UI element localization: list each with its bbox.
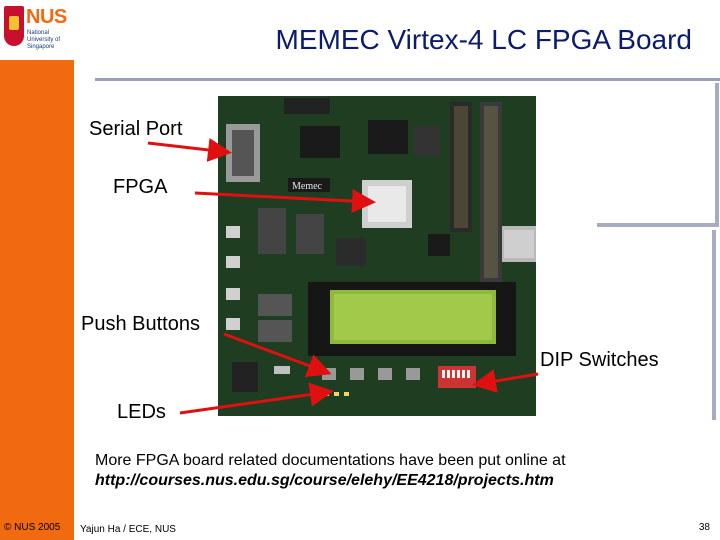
- page-number: 38: [698, 522, 710, 533]
- title-rule: [95, 78, 720, 81]
- decorative-frame: [597, 83, 719, 227]
- arrow-leds: [179, 382, 334, 415]
- footer-copyright: © NUS 2005: [4, 522, 61, 533]
- board-illustration: Memec: [218, 96, 536, 416]
- footer-author: Yajun Ha / ECE, NUS: [80, 524, 176, 535]
- info-text: More FPGA board related documentations h…: [95, 451, 566, 491]
- label-fpga: FPGA: [113, 176, 168, 198]
- fpga-board-photo: Memec: [218, 96, 536, 416]
- sidebar: [0, 0, 74, 540]
- arrow-push-buttons: [223, 332, 332, 377]
- label-dip-switches: DIP Switches: [540, 349, 659, 371]
- info-line: More FPGA board related documentations h…: [95, 452, 566, 469]
- label-push-buttons: Push Buttons: [81, 313, 200, 335]
- label-leds: LEDs: [117, 401, 166, 423]
- info-url-link[interactable]: http://courses.nus.edu.sg/course/elehy/E…: [95, 472, 554, 489]
- logo-word: NUS: [26, 6, 67, 28]
- arrow-dip-switches: [472, 369, 539, 393]
- decorative-bar: [712, 230, 716, 420]
- label-serial-port: Serial Port: [89, 118, 183, 140]
- arrow-fpga: [194, 189, 376, 214]
- logo-subtext: National University of Singapore: [27, 30, 61, 50]
- arrow-serial-port: [147, 138, 232, 162]
- svg-text:Memec: Memec: [292, 181, 323, 192]
- slide-title: MEMEC Virtex-4 LC FPGA Board: [275, 24, 693, 55]
- nus-logo: NUS National University of Singapore: [0, 0, 74, 60]
- crest-icon: [4, 6, 24, 46]
